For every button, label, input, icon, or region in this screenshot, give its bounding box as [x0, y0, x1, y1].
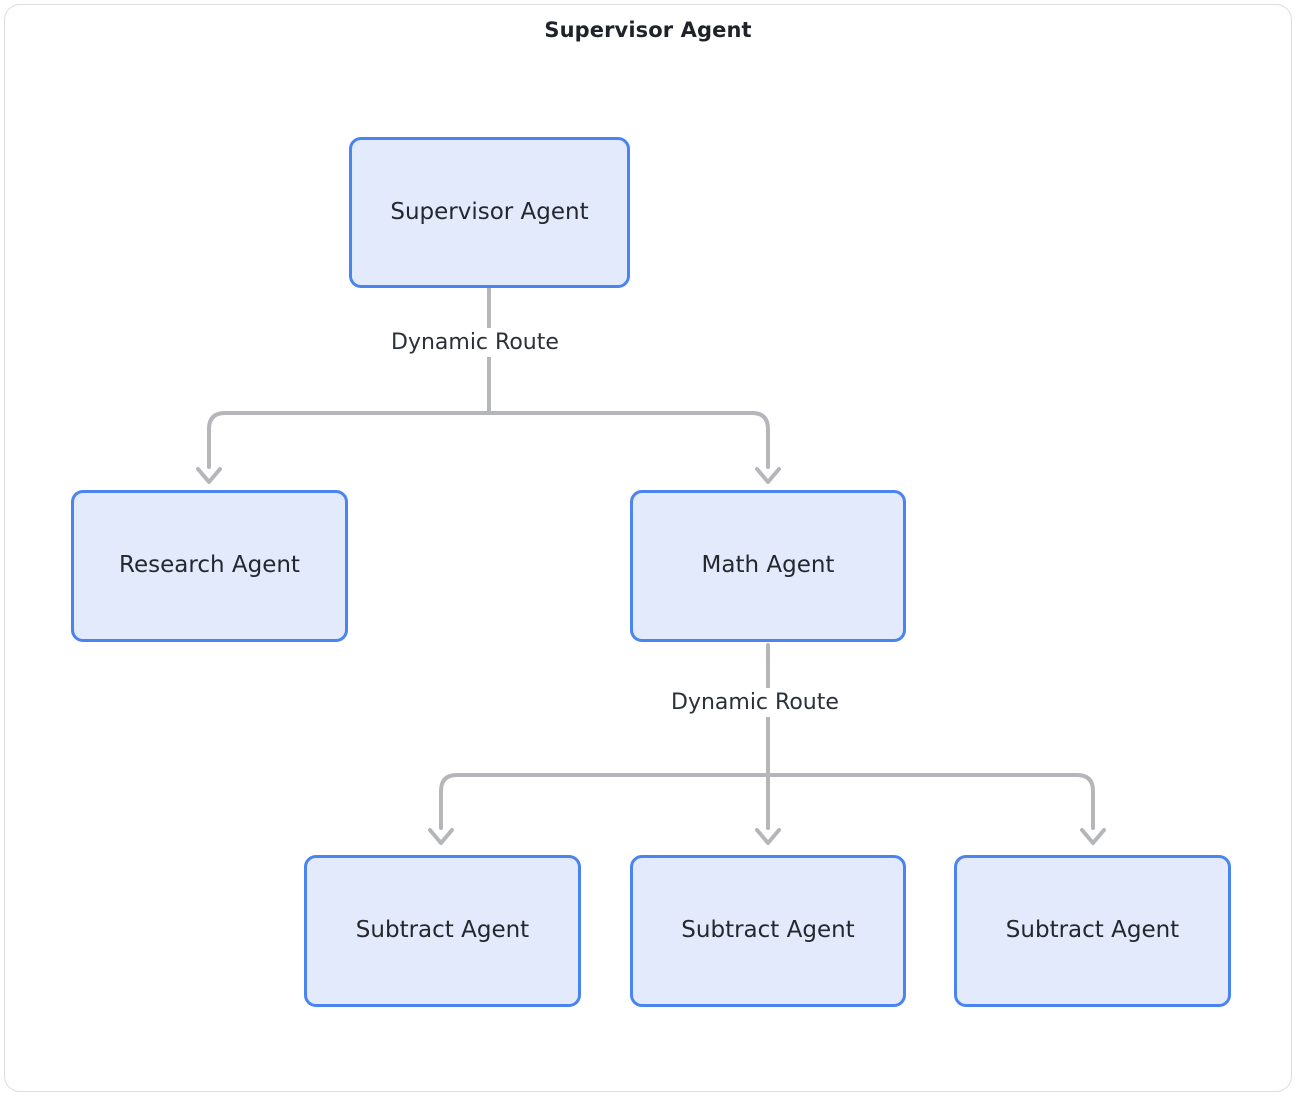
node-label-math-agent: Math Agent: [701, 552, 835, 579]
node-label-subtract-agent-2: Subtract Agent: [681, 917, 855, 944]
arrowhead-subtract3-icon: [1080, 828, 1106, 845]
node-subtract-agent-3[interactable]: Subtract Agent: [954, 855, 1231, 1007]
arrowhead-subtract1-icon: [428, 828, 454, 845]
node-subtract-agent-2[interactable]: Subtract Agent: [630, 855, 906, 1007]
arrowhead-research-icon: [196, 467, 222, 484]
node-label-subtract-agent-3: Subtract Agent: [1005, 917, 1180, 944]
edge-supervisor-to-math: [487, 411, 770, 469]
node-supervisor-agent[interactable]: Supervisor Agent: [349, 137, 630, 288]
page-title: Supervisor Agent: [544, 18, 752, 42]
node-label-research-agent: Research Agent: [119, 552, 300, 579]
node-label-subtract-agent-1: Subtract Agent: [355, 917, 530, 944]
edge-math-to-subtract3: [766, 773, 1095, 830]
edge-math-to-subtract1: [439, 773, 770, 830]
edge-label-dynamic-route-bottom: Dynamic Route: [663, 688, 847, 717]
node-research-agent[interactable]: Research Agent: [71, 490, 348, 642]
edge-label-dynamic-route-top: Dynamic Route: [383, 328, 567, 357]
node-label-supervisor-agent: Supervisor Agent: [390, 198, 589, 225]
arrowhead-math-icon: [755, 467, 781, 484]
arrowhead-subtract2-icon: [755, 828, 781, 845]
node-subtract-agent-1[interactable]: Subtract Agent: [304, 855, 581, 1007]
node-math-agent[interactable]: Math Agent: [630, 490, 906, 642]
edge-supervisor-to-research: [207, 411, 491, 469]
